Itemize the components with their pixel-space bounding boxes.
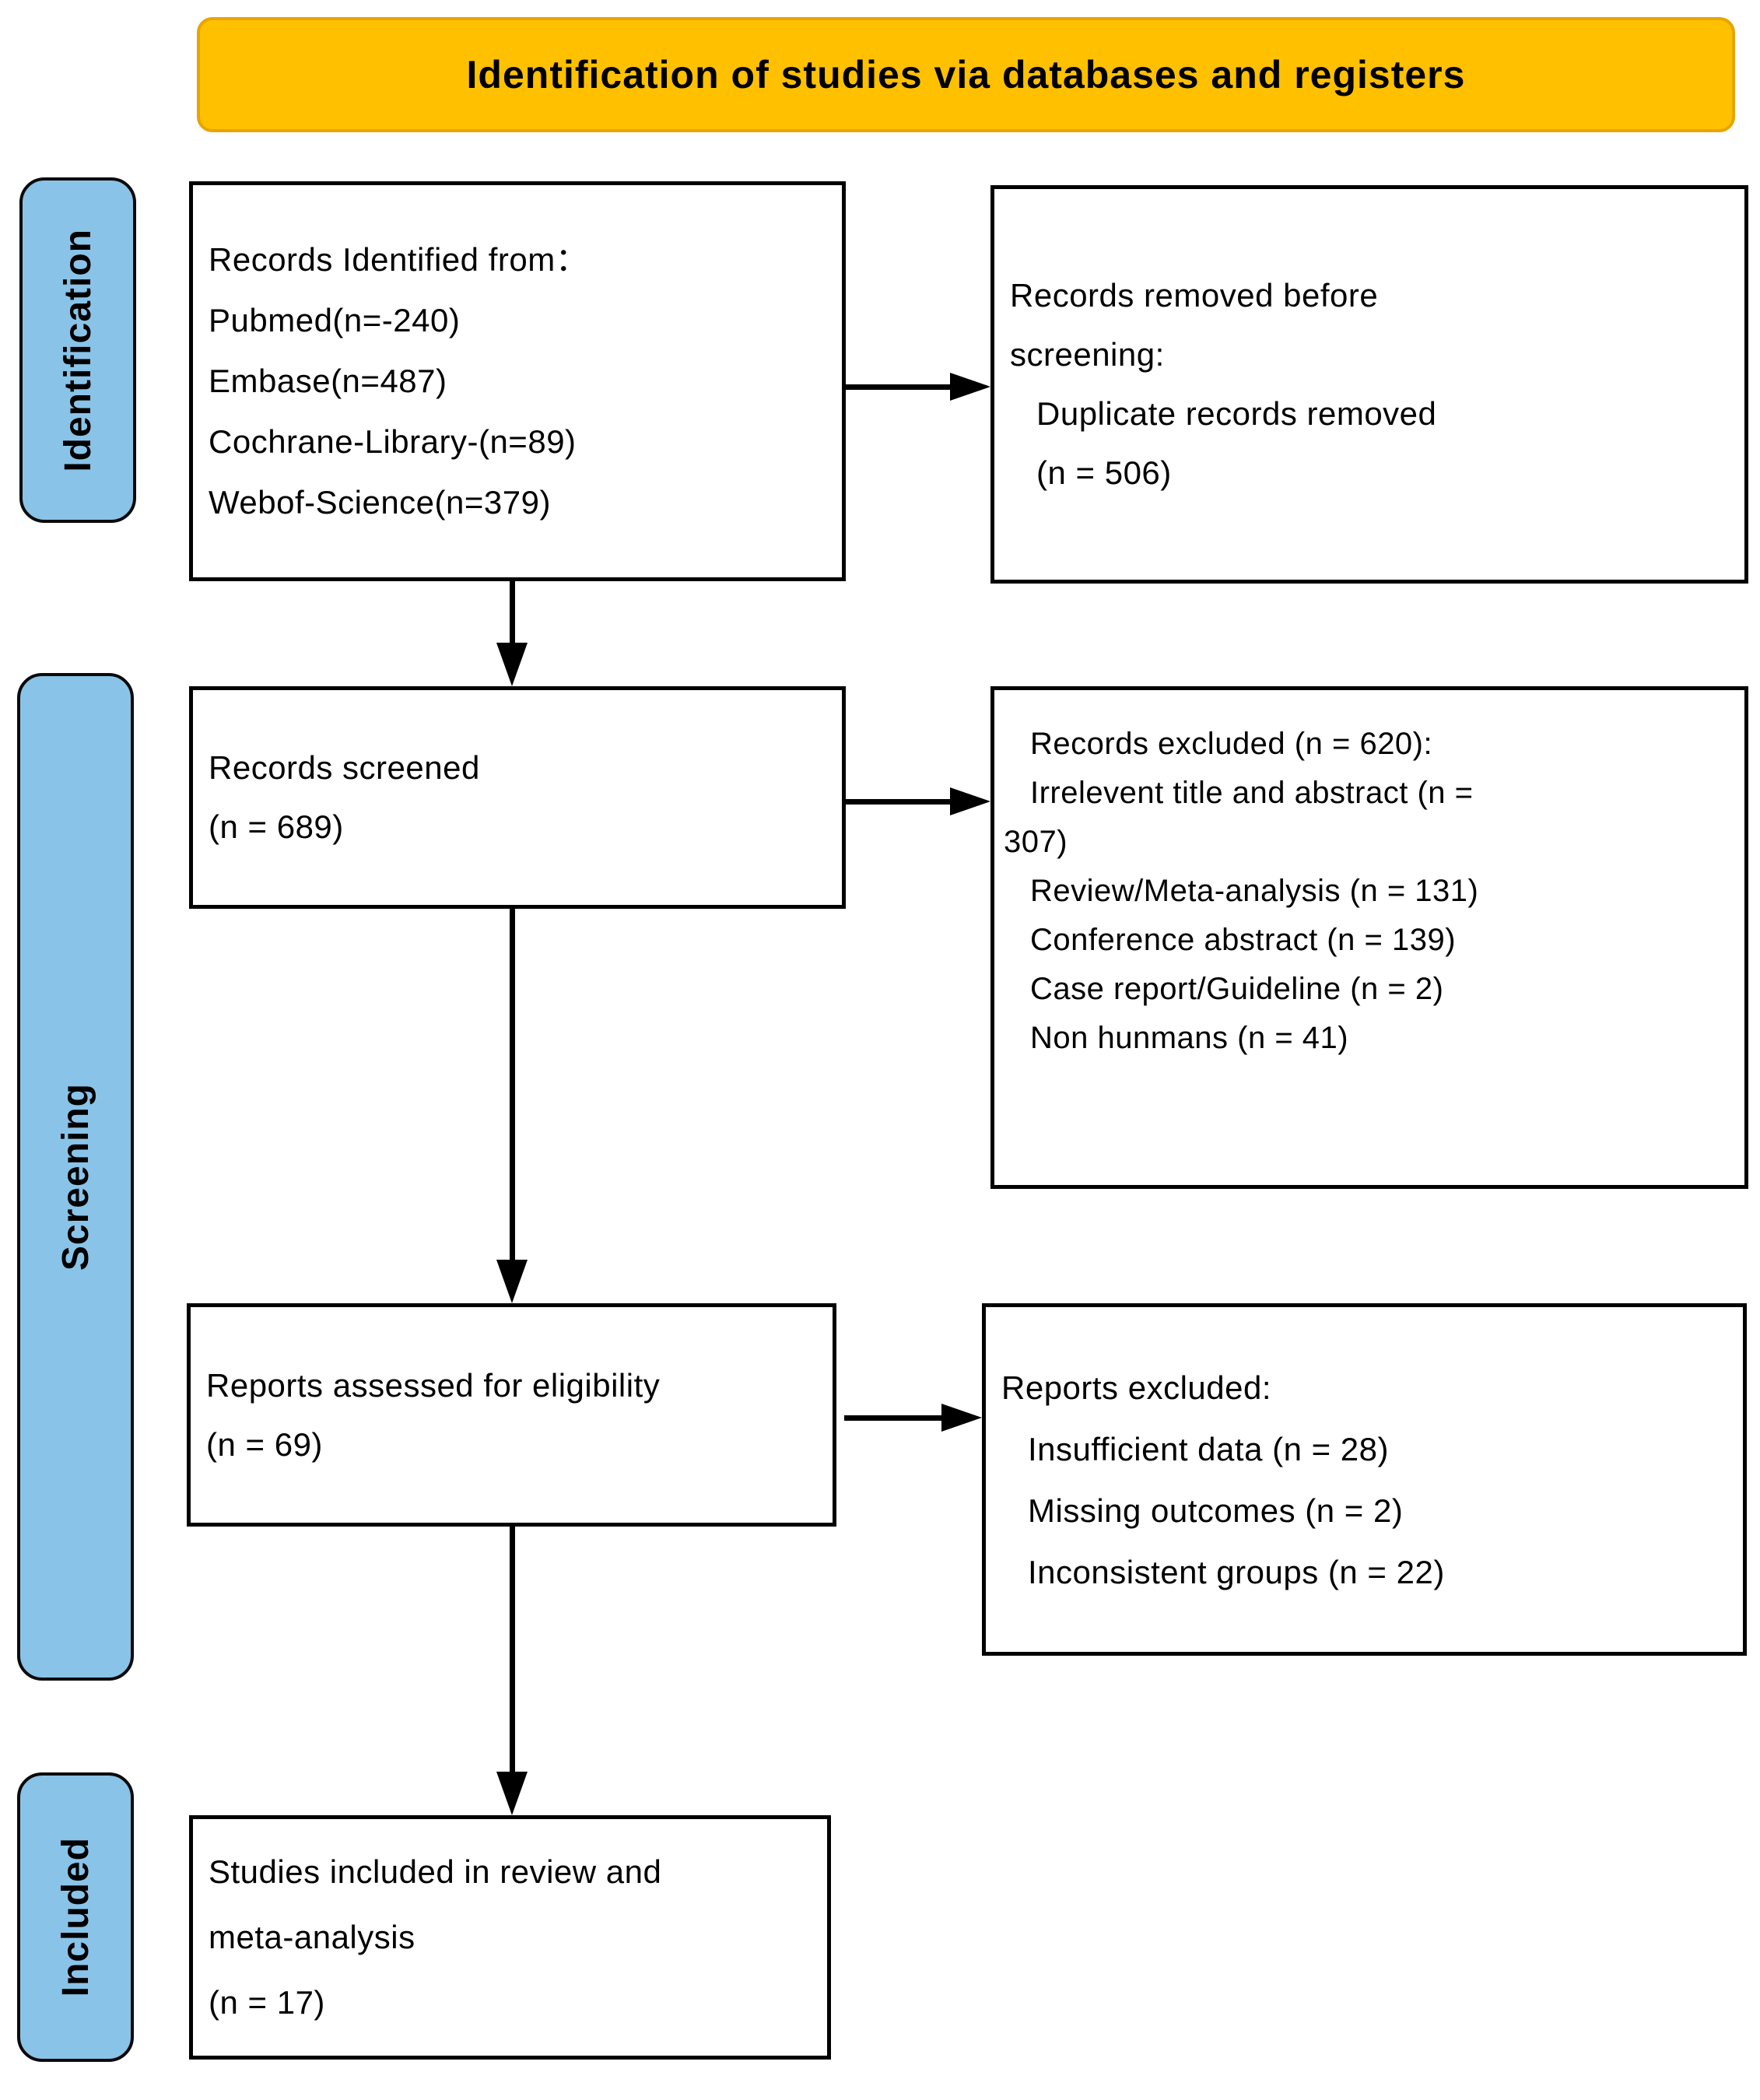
box-line: Records removed before — [1010, 277, 1379, 314]
box-line: meta-analysis — [209, 1919, 415, 1955]
arrow-right-icon — [950, 787, 990, 815]
box-line: Conference abstract (n = 139) — [1030, 923, 1457, 957]
box-records-screened: Records screened (n = 689) — [189, 686, 846, 909]
box-line: 307) — [1004, 825, 1068, 859]
box-line: Webof-Science(n=379) — [209, 484, 551, 521]
box-line: Irrelevent title and abstract (n = — [1030, 776, 1474, 810]
arrow-down-icon — [496, 1260, 528, 1303]
box-line: Review/Meta-analysis (n = 131) — [1030, 874, 1479, 908]
box-line: Studies included in review and — [209, 1853, 662, 1890]
stage-label-screening: Screening — [17, 673, 134, 1681]
box-line: Non hunmans (n = 41) — [1030, 1021, 1349, 1055]
box-line: (n = 506) — [1036, 454, 1172, 491]
arrow-screened-to-assessed-line — [510, 909, 515, 1263]
arrow-down-icon — [496, 643, 528, 686]
box-records-removed: Records removed before screening: Duplic… — [990, 185, 1748, 584]
arrow-right-icon — [941, 1404, 982, 1432]
arrow-identified-to-removed-line — [846, 384, 953, 390]
stage-label-included: Included — [17, 1772, 134, 2062]
arrow-identified-to-screened-line — [510, 581, 515, 646]
box-studies-included: Studies included in review and meta-anal… — [189, 1815, 831, 2060]
box-line: Inconsistent groups (n = 22) — [1028, 1553, 1445, 1590]
box-line: screening: — [1010, 336, 1165, 373]
box-line: Records excluded (n = 620): — [1030, 727, 1433, 761]
stage-label-identification-text: Identification — [57, 228, 99, 472]
box-records-identified: Records Identified from： Pubmed(n=-240) … — [189, 181, 846, 581]
arrow-down-icon — [496, 1772, 528, 1815]
box-line: Cochrane-Library-(n=89) — [209, 423, 577, 460]
box-line: Case report/Guideline (n = 2) — [1030, 972, 1444, 1006]
box-line: Duplicate records removed — [1036, 395, 1437, 432]
box-line: Reports assessed for eligibility — [206, 1366, 661, 1404]
box-line: (n = 69) — [206, 1425, 323, 1463]
box-reports-assessed: Reports assessed for eligibility (n = 69… — [187, 1303, 836, 1527]
box-line: (n = 689) — [209, 808, 344, 845]
box-reports-excluded: Reports excluded: Insufficient data (n =… — [982, 1303, 1747, 1656]
box-line: Records Identified from： — [209, 241, 589, 278]
box-line: Missing outcomes (n = 2) — [1028, 1492, 1404, 1529]
arrow-right-icon — [950, 373, 990, 401]
box-line: Records screened — [209, 749, 480, 786]
arrow-assessed-to-included-line — [510, 1525, 515, 1775]
box-records-excluded: Records excluded (n = 620): Irrelevent t… — [990, 686, 1748, 1189]
arrow-assessed-to-reports-excluded-line — [844, 1415, 945, 1421]
box-line: Pubmed(n=-240) — [209, 302, 461, 338]
box-line: Embase(n=487) — [209, 363, 447, 399]
title-banner: Identification of studies via databases … — [197, 17, 1735, 132]
box-line: (n = 17) — [209, 1984, 325, 2021]
arrow-screened-to-excluded-line — [846, 799, 953, 805]
diagram-title: Identification of studies via databases … — [466, 53, 1466, 96]
box-line: Insufficient data (n = 28) — [1028, 1430, 1390, 1467]
box-line: Reports excluded: — [1001, 1369, 1272, 1406]
stage-label-included-text: Included — [54, 1837, 96, 1997]
stage-label-screening-text: Screening — [54, 1082, 96, 1271]
stage-label-identification: Identification — [19, 177, 136, 523]
